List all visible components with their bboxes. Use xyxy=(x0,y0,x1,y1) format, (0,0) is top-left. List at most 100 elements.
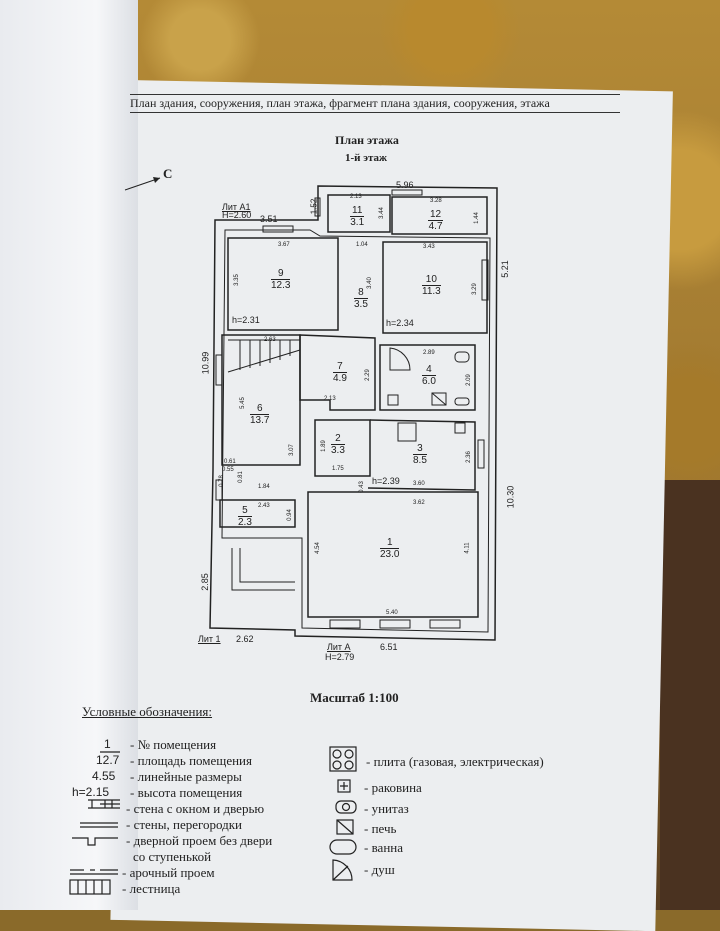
legend-item: - высота помещения xyxy=(130,785,243,800)
room-7-outline xyxy=(299,334,376,411)
dim: 2.89 xyxy=(423,350,435,356)
dim: 2.63 xyxy=(264,337,276,343)
dim: 3.40 xyxy=(366,277,373,289)
dim: 0.61 xyxy=(224,459,236,465)
legend-item: - № помещения xyxy=(130,737,217,752)
legend-item: - душ xyxy=(364,862,395,877)
legend-item: - дверной проем без двери xyxy=(126,833,273,848)
dim: 3.51 xyxy=(260,214,278,224)
document-header: План здания, сооружения, план этажа, фра… xyxy=(130,94,620,113)
plan-title: План этажа xyxy=(335,133,399,147)
dim: 1.89 xyxy=(320,440,327,452)
bathtub-icon xyxy=(454,397,470,406)
sink-icon xyxy=(387,394,399,406)
height-room-10: h=2.34 xyxy=(386,318,414,328)
stove-oven-icon xyxy=(431,392,447,406)
sink-legend-icon xyxy=(337,779,351,793)
room-4-outline xyxy=(379,344,476,411)
room-1-outline xyxy=(307,491,479,618)
room-10-outline xyxy=(382,241,488,334)
room-2-outline xyxy=(314,419,371,477)
legend-item: - печь xyxy=(364,821,397,836)
dim: 2.13 xyxy=(350,194,362,200)
legend-item: - плита (газовая, электрическая) xyxy=(366,754,544,769)
dim: 5.96 xyxy=(396,180,414,190)
legend-item: - унитаз xyxy=(364,801,409,816)
height-room-3: h=2.39 xyxy=(372,476,400,486)
wall-legend-icon xyxy=(80,822,118,828)
dim: 2.36 xyxy=(465,451,472,463)
dim: 3.43 xyxy=(423,244,435,250)
dim: 1.75 xyxy=(332,466,344,472)
scale-label: Масштаб 1:100 xyxy=(310,690,399,705)
lit-a1-label: Лит А1 xyxy=(222,202,251,212)
legend-item: - лестница xyxy=(122,881,181,896)
dim: 3.67 xyxy=(278,242,290,248)
doorway-step-legend-icon xyxy=(72,837,118,846)
dim: 10.99 xyxy=(200,351,211,375)
dim: 4.54 xyxy=(314,542,321,554)
oven-legend-icon xyxy=(336,819,354,835)
lit-a-label: Лит А xyxy=(327,642,351,652)
dim: 2.43 xyxy=(258,503,270,509)
lit-a-height: H=2.79 xyxy=(325,652,355,662)
dim: 1.04 xyxy=(356,242,368,248)
outer-wall xyxy=(209,185,498,641)
north-label: С xyxy=(163,166,173,181)
dim: 2.29 xyxy=(364,369,371,381)
dim: 3.62 xyxy=(413,500,425,506)
height-room-9: h=2.31 xyxy=(232,315,260,325)
room-5-outline xyxy=(219,499,296,528)
dim: 1.84 xyxy=(258,484,270,490)
binder-cover xyxy=(0,0,138,910)
dim: 5.21 xyxy=(499,260,510,278)
table-surface xyxy=(660,480,720,910)
dim: 2.62 xyxy=(236,634,254,644)
legend-sample-area: 12.7 xyxy=(96,753,120,767)
lit-a1-height: H=2.60 xyxy=(222,210,252,220)
shower-icon xyxy=(389,347,411,371)
toilet-icon xyxy=(454,351,470,363)
staircase-icon xyxy=(227,339,301,373)
dim: 4.11 xyxy=(464,542,471,554)
legend-item: - стена с окном и дверью xyxy=(126,801,265,816)
legend-sample-height: h=2.15 xyxy=(72,785,110,799)
dim: 3.28 xyxy=(430,198,442,204)
legend-item: - стены, перегородки xyxy=(126,817,243,832)
legend-item: - площадь помещения xyxy=(130,753,252,768)
stove-icon xyxy=(397,422,417,442)
room-12-outline xyxy=(391,196,488,235)
dim: 3.07 xyxy=(288,444,295,456)
floor-label: 1-й этаж xyxy=(345,152,388,164)
toilet-legend-icon xyxy=(335,800,357,814)
dim: 5.40 xyxy=(386,610,398,616)
sink-icon xyxy=(454,422,466,434)
legend-item: - раковина xyxy=(364,780,422,795)
lit-1-label: Лит 1 xyxy=(198,634,221,644)
bath-legend-icon xyxy=(329,839,357,855)
arch-legend-icon xyxy=(70,869,118,875)
dim: 2.85 xyxy=(199,573,210,591)
dim: 2.09 xyxy=(465,374,472,386)
dim: 0.81 xyxy=(237,471,244,483)
legend-item: - линейные размеры xyxy=(130,769,242,784)
windows xyxy=(215,189,489,629)
shower-legend-icon xyxy=(332,859,353,881)
porch-steps xyxy=(231,548,295,591)
dim: 0.55 xyxy=(222,467,234,473)
stairs-legend-icon xyxy=(69,879,111,895)
dim: 1.52 xyxy=(309,198,319,215)
dim: 0.78 xyxy=(218,475,225,487)
room-9-outline xyxy=(227,237,339,331)
